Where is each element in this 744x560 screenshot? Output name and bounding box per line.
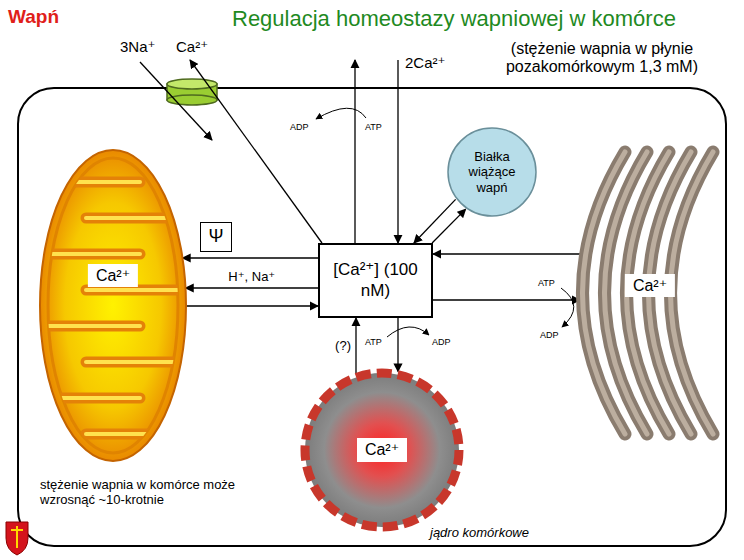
energy-label: ATP xyxy=(365,337,382,347)
energy-label: ADP xyxy=(432,337,451,347)
energy-label: ADP xyxy=(540,330,559,340)
mitochondrion: Ca²⁺ xyxy=(38,148,188,463)
node-text: Ψ xyxy=(208,226,223,248)
atp-arrow xyxy=(561,288,574,327)
section-heading: Wapń xyxy=(8,6,59,28)
atp-arrow xyxy=(387,327,429,337)
connector-arrow xyxy=(186,305,318,306)
connector-arrow xyxy=(433,253,580,254)
energy-label: ATP xyxy=(538,278,555,288)
ion-label: Ca²⁺ xyxy=(176,38,208,55)
node-text: Ca²⁺ xyxy=(625,274,675,297)
mitochondrion-shape xyxy=(38,148,188,463)
edge-label: H⁺, Na⁺ xyxy=(228,270,275,285)
pump-out-line xyxy=(354,60,355,243)
logo xyxy=(6,522,28,555)
connector-arrow xyxy=(397,318,398,372)
ion-label: 2Ca²⁺ xyxy=(405,54,445,71)
node-text: Ca²⁺ xyxy=(88,264,138,287)
energy-label: ATP xyxy=(365,122,382,132)
connector-arrow xyxy=(183,257,318,258)
atp-arrow xyxy=(316,108,366,119)
connector-arrow xyxy=(355,318,356,374)
potential-box: Ψ xyxy=(200,222,232,252)
connector-arrow xyxy=(432,209,466,243)
title: Regulacja homeostazy wapniowej w komórce xyxy=(232,6,676,31)
connector-arrow xyxy=(414,199,456,243)
caption-label: jądro komórkowe xyxy=(430,526,529,541)
note: (stężenie wapnia w płynie pozakomórkowym… xyxy=(468,40,736,77)
energy-label: ADP xyxy=(290,122,309,132)
node-text: [Ca²⁺] (100 nM) xyxy=(326,260,426,301)
ion-label: 3Na⁺ xyxy=(120,38,155,55)
pump-in-line xyxy=(397,60,398,243)
cytosol-calcium-box: [Ca²⁺] (100 nM) xyxy=(318,243,433,318)
binding-proteins-circle: Białka wiążące wapń xyxy=(447,127,537,217)
node-text: Ca²⁺ xyxy=(357,438,407,461)
connector-arrow xyxy=(433,299,580,300)
na-influx-line xyxy=(140,62,212,140)
node-text: Białka wiążące wapń xyxy=(456,149,528,196)
connector-arrow xyxy=(186,287,318,288)
nucleus: Ca²⁺ xyxy=(300,368,464,532)
endoplasmic-reticulum: Ca²⁺ xyxy=(580,148,720,438)
cell-membrane xyxy=(18,88,726,546)
note: stężenie wapnia w komórce może wzrosnąć … xyxy=(40,478,270,508)
exchanger xyxy=(167,79,217,105)
ca-efflux-line xyxy=(190,60,322,243)
edge-label: (?) xyxy=(335,339,351,354)
